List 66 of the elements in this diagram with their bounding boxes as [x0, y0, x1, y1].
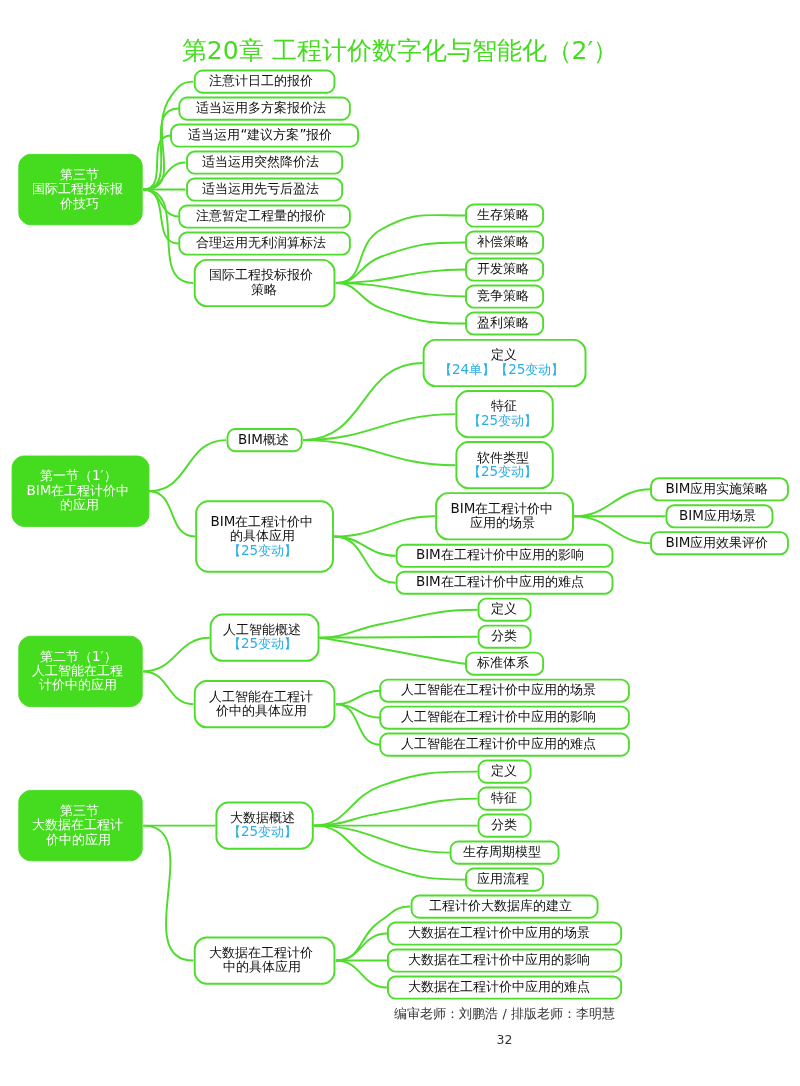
connector: [333, 515, 437, 538]
node-box: 分类: [477, 624, 532, 649]
connector: [333, 535, 397, 584]
node-box: BIM在工程计价中应用的难点: [395, 570, 614, 595]
node-box: 大数据在工程计价中的具体应用: [193, 936, 336, 985]
node-box: 大数据概述 【25变动】: [215, 801, 314, 850]
label: 32: [496, 1031, 513, 1047]
node-box: 合理运用无利润算标法: [178, 231, 351, 256]
connector: [334, 932, 388, 962]
node-box: 第三节 国际工程投标报价技巧: [18, 153, 143, 226]
node-box: 补偿策略: [465, 230, 545, 255]
node-box: 定义: [477, 759, 532, 784]
node-box: BIM应用效果评价: [650, 531, 789, 556]
connector: [318, 636, 466, 665]
node-box: 适当运用多方案报价法: [178, 96, 351, 121]
connector: [147, 490, 197, 538]
node-box: 人工智能概述 【25变动】: [209, 613, 320, 662]
connector: [142, 636, 211, 673]
node-box: 第二节（1′） 人工智能在工程计价中的应用: [18, 635, 143, 708]
node-box: 生存策略: [465, 203, 545, 228]
node-box: 软件类型 【25变动】: [455, 441, 554, 490]
node-box: 盈利策略: [465, 311, 545, 336]
node-box: 人工智能在工程计价中的具体应用: [193, 680, 336, 729]
node-box: 大数据在工程计价中应用的影响: [387, 948, 623, 973]
node-box: 人工智能在工程计价中应用的场景: [379, 678, 630, 703]
node-box: BIM应用场景: [665, 504, 774, 529]
node-box: 特征 【25变动】: [455, 390, 554, 439]
node-box: BIM应用实施策略: [650, 477, 789, 502]
connector: [142, 80, 195, 191]
node-box: 工程计价大数据库的建立: [410, 894, 599, 919]
node-box: 人工智能在工程计价中应用的影响: [379, 705, 630, 730]
node-box: 应用流程: [465, 867, 545, 892]
diagram-title: 第20章 工程计价数字化与智能化（2′）: [181, 35, 619, 65]
node-box: 适当运用突然降价法: [186, 150, 344, 175]
connector: [334, 959, 388, 989]
node-box: BIM在工程计价中应用的影响: [395, 543, 614, 568]
connector: [142, 670, 195, 706]
node-box: 适当运用“建议方案”报价: [170, 123, 360, 148]
connector: [573, 515, 653, 545]
node-box: 第一节（1′） BIM在工程计价中的应用: [11, 455, 150, 527]
node-box: 生存周期模型: [449, 840, 560, 865]
connector: [334, 703, 382, 746]
node-box: 定义 【24单】【25变动】: [422, 338, 587, 388]
label: 编审老师：刘鹏浩 / 排版老师：李明慧: [394, 1005, 615, 1021]
node-box: 标准体系: [465, 651, 545, 676]
connector: [142, 824, 195, 962]
node-box: 人工智能在工程计价中应用的难点: [379, 732, 630, 757]
node-box: 第三节 大数据在工程计价中的应用: [18, 789, 143, 862]
node-box: 竞争策略: [465, 284, 545, 309]
node-box: 分类: [477, 813, 532, 838]
connector: [312, 824, 466, 881]
connector: [334, 905, 412, 962]
node-box: 开发策略: [465, 257, 545, 282]
node-box: BIM概述: [226, 428, 303, 453]
node-box: 定义: [477, 597, 532, 622]
node-box: 大数据在工程计价中应用的场景: [387, 921, 623, 946]
node-box: 注意计日工的报价: [193, 69, 336, 94]
node-box: 国际工程投标报价策略: [193, 258, 336, 308]
connector: [302, 439, 457, 467]
node-box: 特征: [477, 786, 532, 811]
node-box: 适当运用先亏后盈法: [186, 177, 344, 202]
node-box: 注意暂定工程量的报价: [178, 204, 351, 229]
connector: [334, 282, 466, 325]
node-box: 大数据在工程计价中应用的难点: [387, 975, 623, 1000]
node-box: BIM在工程计价中应用的场景: [435, 492, 574, 541]
node-box: BIM在工程计价中的具体应用 【25变动】: [195, 500, 334, 573]
